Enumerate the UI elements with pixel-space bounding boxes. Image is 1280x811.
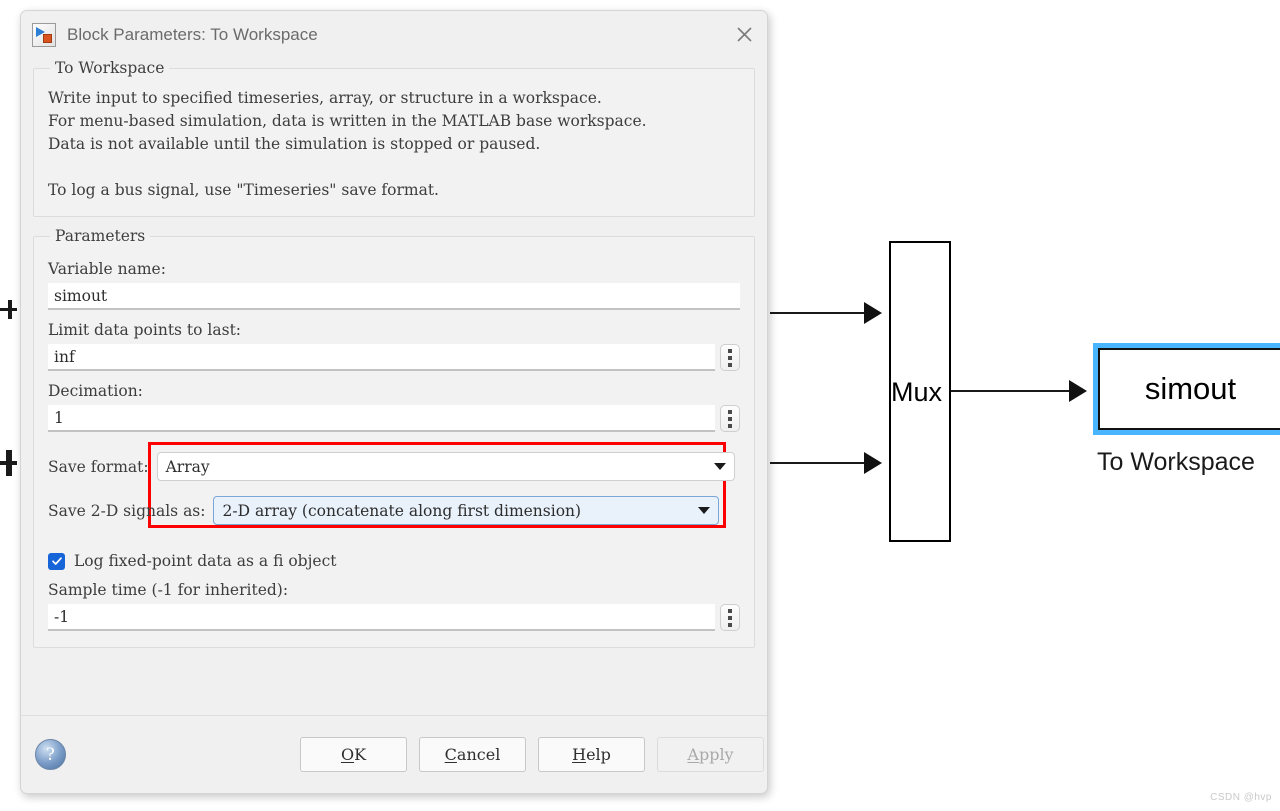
left-signal-terminator-top — [8, 300, 12, 319]
save-2d-signals-label: Save 2-D signals as: — [48, 501, 206, 520]
to-workspace-block-text: simout — [1144, 371, 1237, 406]
signal-line-mux-in-1[interactable] — [770, 312, 866, 314]
save-format-label: Save format: — [48, 457, 149, 476]
description-group-legend: To Workspace — [55, 59, 165, 77]
log-fixed-point-label: Log fixed-point data as a fi object — [74, 552, 337, 570]
save-2d-signals-value: 2-D array (concatenate along first dimen… — [222, 501, 582, 520]
arrow-to-workspace-in — [1069, 380, 1087, 402]
dialog-titlebar[interactable]: Block Parameters: To Workspace — [21, 11, 767, 59]
decimation-row — [48, 405, 740, 432]
save-format-row: Save format: Array — [48, 452, 740, 481]
blue-triangle-shape — [36, 27, 45, 37]
ok-button-label: K — [354, 745, 367, 764]
simulink-block-icon — [32, 23, 56, 47]
vertical-dots-icon-limit[interactable] — [720, 344, 740, 371]
description-text: Write input to specified timeseries, arr… — [48, 89, 647, 199]
limit-data-points-label: Limit data points to last: — [48, 321, 242, 339]
log-fixed-point-checkbox[interactable] — [48, 552, 65, 570]
decimation-input[interactable] — [48, 405, 715, 432]
dot-shape — [728, 615, 732, 620]
limit-data-points-input[interactable] — [48, 344, 715, 371]
dot-shape — [728, 608, 732, 613]
save-options-area: Save format: Array Save 2-D signals as: … — [48, 442, 740, 538]
decimation-label: Decimation: — [48, 382, 143, 400]
dot-shape — [728, 362, 732, 367]
apply-button-label: pply — [698, 745, 734, 764]
close-icon[interactable] — [721, 11, 767, 57]
to-workspace-block-inner: simout — [1098, 348, 1280, 430]
save-format-value: Array — [165, 457, 210, 476]
signal-line-mux-out[interactable] — [951, 390, 1069, 392]
dot-shape — [728, 348, 732, 353]
variable-name-row — [48, 283, 740, 310]
mux-block[interactable] — [889, 241, 951, 542]
dot-shape — [728, 409, 732, 414]
vertical-dots-icon-sample-time[interactable] — [720, 604, 740, 631]
variable-name-label: Variable name: — [48, 260, 166, 278]
arrow-mux-in-2 — [864, 452, 882, 474]
description-group: To Workspace Write input to specified ti… — [33, 59, 755, 217]
mux-block-label: Mux — [891, 377, 943, 407]
sample-time-input[interactable] — [48, 604, 715, 631]
parameters-group: Parameters Variable name: Limit data poi… — [33, 227, 755, 648]
parameters-group-legend: Parameters — [55, 227, 146, 245]
save-2d-signals-row: Save 2-D signals as: 2-D array (concaten… — [48, 496, 740, 525]
limit-data-points-row — [48, 344, 740, 371]
dot-shape — [728, 423, 732, 428]
dot-shape — [728, 622, 732, 627]
save-2d-signals-dropdown[interactable]: 2-D array (concatenate along first dimen… — [213, 496, 720, 525]
chevron-down-icon-save-format — [713, 463, 726, 470]
to-workspace-block[interactable]: simout — [1093, 343, 1280, 435]
checkmark-icon — [51, 557, 62, 565]
arrow-mux-in-1 — [864, 302, 882, 324]
watermark: CSDN @hvp — [1210, 792, 1272, 803]
question-mark-icon[interactable]: ? — [35, 739, 66, 770]
vertical-dots-icon-decimation[interactable] — [720, 405, 740, 432]
block-parameters-dialog: Block Parameters: To Workspace To Worksp… — [20, 10, 768, 794]
log-fixed-point-row: Log fixed-point data as a fi object — [48, 552, 740, 570]
cancel-button-mnemonic: C — [444, 745, 457, 764]
apply-button-mnemonic: A — [687, 745, 699, 764]
save-format-dropdown[interactable]: Array — [156, 452, 735, 481]
to-workspace-block-caption: To Workspace — [1097, 448, 1255, 476]
signal-line-mux-in-2[interactable] — [770, 462, 866, 464]
dialog-title: Block Parameters: To Workspace — [67, 25, 318, 44]
ok-button-mnemonic: O — [340, 745, 355, 764]
cancel-button-label: ancel — [456, 745, 501, 764]
orange-square-shape — [43, 34, 52, 43]
help-button-label: elp — [586, 745, 611, 764]
left-signal-terminator-bottom — [6, 450, 12, 476]
dialog-body: To Workspace Write input to specified ti… — [21, 59, 767, 715]
variable-name-input[interactable] — [48, 283, 740, 310]
dot-shape — [728, 416, 732, 421]
sample-time-label: Sample time (-1 for inherited): — [48, 581, 289, 599]
sample-time-row — [48, 604, 740, 631]
dot-shape — [728, 355, 732, 360]
chevron-down-icon-save-2d — [698, 507, 711, 514]
help-button-mnemonic: H — [572, 745, 587, 764]
